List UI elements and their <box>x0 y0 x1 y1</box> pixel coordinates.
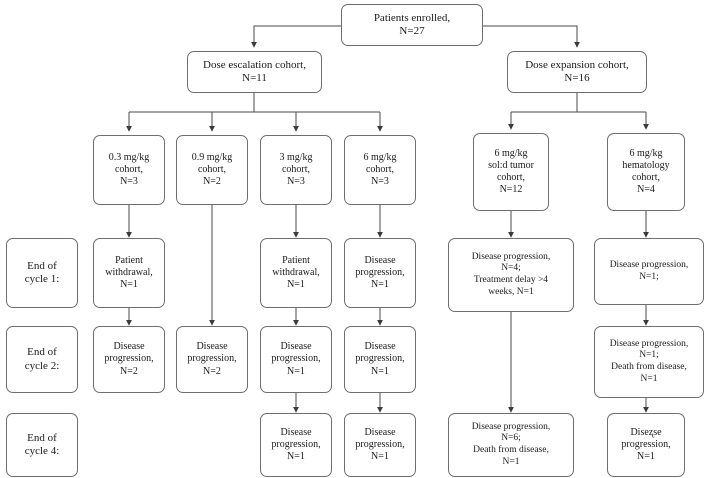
node-label: Patients enrolled, N=27 <box>373 11 451 37</box>
node-label: Disease progression, N=1 <box>355 254 405 291</box>
node-label: Disease progression, N=1 <box>271 426 321 463</box>
node-dose-escalation-cohort[interactable]: Dose escalation cohort, N=11 <box>187 51 322 93</box>
row-label-end-of-cycle-2: End of cycle 2: <box>6 326 78 393</box>
node-cycle2-3mgkg-disease-progression[interactable]: Disease progression, N=1 <box>260 326 332 393</box>
node-label: 3 mg/kg cohort, N=3 <box>279 151 313 188</box>
node-label: 6 mg/kg hematology cohort, N=4 <box>622 147 670 196</box>
row-label-text: End of cycle 4: <box>24 431 60 457</box>
node-label: 0.3 mg/kg cohort, N=3 <box>108 151 150 188</box>
row-label-end-of-cycle-1: End of cycle 1: <box>6 238 78 308</box>
edge-root-escalation <box>251 25 341 48</box>
node-label: Patient withdrawal, N=1 <box>105 254 153 291</box>
node-cohort-6mgkg-hematology[interactable]: 6 mg/kg hematology cohort, N=4 <box>607 133 685 211</box>
node-cycle1-solid-tumor-events[interactable]: Disease progression, N=4; Treatment dela… <box>448 238 574 312</box>
node-cycle2-0.9mgkg-disease-progression[interactable]: Disease progression, N=2 <box>176 326 248 393</box>
node-cohort-6mgkg-solid-tumor[interactable]: 6 mg/kg sol:d tumor cohort, N=12 <box>473 133 549 211</box>
row-label-text: End of cycle 2: <box>24 346 60 372</box>
node-label: Dose expansion cohort, N=16 <box>525 58 629 84</box>
edge-root-expansion <box>483 25 580 48</box>
node-label: Disease progression, N=2 <box>187 341 237 377</box>
node-dose-expansion-cohort[interactable]: Dose expansion cohort, N=16 <box>507 51 647 93</box>
row-label-end-of-cycle-4: End of cycle 4: <box>6 413 78 477</box>
node-cohort-3mgkg[interactable]: 3 mg/kg cohort, N=3 <box>260 135 332 205</box>
node-cycle4-hematology-disease-progression[interactable]: Diseʐse progression, N=1 <box>607 413 685 477</box>
node-cycle1-hematology-disease-progression[interactable]: Disease progression, N=1; <box>594 238 704 305</box>
node-label: 6 mg/kg sol:d tumor cohort, N=12 <box>488 147 534 196</box>
node-label: Disease progression, N=1 <box>271 341 321 377</box>
node-cohort-0.9mgkg[interactable]: 0.9 mg/kg cohort, N=2 <box>176 135 248 205</box>
node-label: Disease progression, N=1 <box>355 426 405 463</box>
node-cycle2-6mgkg-disease-progression[interactable]: Disease progression, N=1 <box>344 326 416 393</box>
node-label: Disease progression, N=4; Treatment dela… <box>471 251 551 297</box>
node-cycle4-3mgkg-disease-progression[interactable]: Disease progression, N=1 <box>260 413 332 477</box>
node-label: Diseʐse progression, N=1 <box>621 426 671 463</box>
node-label: Disease progression, N=6; Death from dis… <box>471 421 551 467</box>
node-label: Disease progression, N=1; <box>609 259 689 282</box>
node-cohort-6mgkg[interactable]: 6 mg/kg cohort, N=3 <box>344 135 416 205</box>
node-patients-enrolled[interactable]: Patients enrolled, N=27 <box>341 4 483 46</box>
node-label: Patient withdrawal, N=1 <box>272 254 320 291</box>
node-cycle4-6mgkg-disease-progression[interactable]: Disease progression, N=1 <box>344 413 416 477</box>
node-cycle1-6mgkg-disease-progression[interactable]: Disease progression, N=1 <box>344 238 416 308</box>
node-label: Disease progression, N=2 <box>104 341 154 377</box>
node-label: Dose escalation cohort, N=11 <box>203 58 306 84</box>
node-label: Disease progression, N=1 <box>355 341 405 377</box>
node-cycle1-0.3mgkg-patient-withdrawal[interactable]: Patient withdrawal, N=1 <box>93 238 165 308</box>
node-cycle4-solid-tumor-events[interactable]: Disease progression, N=6; Death from dis… <box>448 413 574 477</box>
node-cycle2-0.3mgkg-disease-progression[interactable]: Disease progression, N=2 <box>93 326 165 393</box>
row-label-text: End of cycle 1: <box>24 259 60 285</box>
node-cycle1-3mgkg-patient-withdrawal[interactable]: Patient withdrawal, N=1 <box>260 238 332 308</box>
node-label: Disease progression, N=1; Death from dis… <box>609 338 689 384</box>
node-label: 6 mg/kg cohort, N=3 <box>363 151 397 188</box>
node-cohort-0.3mgkg[interactable]: 0.3 mg/kg cohort, N=3 <box>93 135 165 205</box>
node-label: 0.9 mg/kg cohort, N=2 <box>191 151 233 188</box>
node-cycle2-hematology-events[interactable]: Disease progression, N=1; Death from dis… <box>594 326 704 398</box>
